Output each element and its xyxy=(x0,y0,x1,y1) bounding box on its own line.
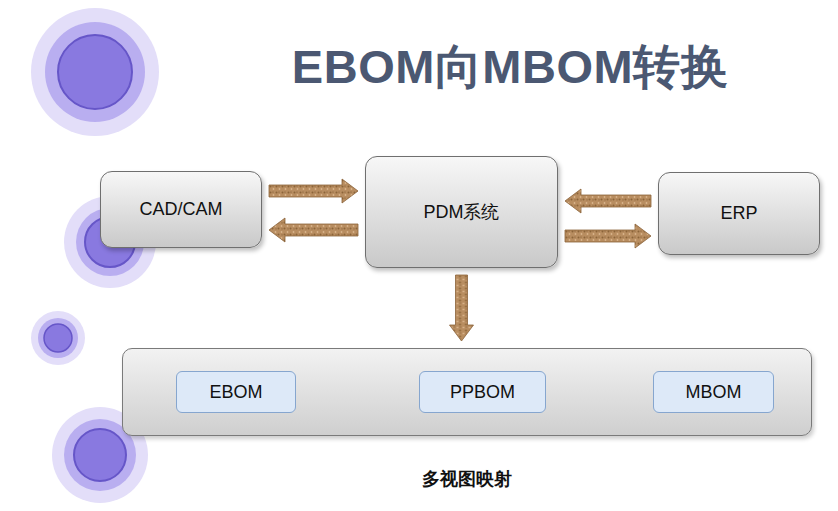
block-arrow xyxy=(565,189,651,213)
box-label: EBOM xyxy=(209,382,262,403)
box-label: PDM系统 xyxy=(424,200,500,224)
block-arrow xyxy=(565,224,651,248)
block-arrow xyxy=(269,179,358,203)
bom-box: PPBOM xyxy=(419,371,546,413)
box-label: PPBOM xyxy=(450,382,515,403)
circle-ornament xyxy=(31,8,159,136)
caption-text: 多视图映射 xyxy=(123,467,811,491)
bom-box: MBOM xyxy=(653,371,774,413)
box-label: CAD/CAM xyxy=(139,199,222,220)
block-arrow xyxy=(269,218,358,242)
bom-box: EBOM xyxy=(176,371,296,413)
circle-ornament xyxy=(31,311,85,365)
system-box: CAD/CAM xyxy=(100,171,262,248)
mapping-band: 多视图映射EBOMPPBOMMBOM xyxy=(122,348,812,436)
system-box: ERP xyxy=(658,172,820,255)
title: EBOM向MBOM转换 xyxy=(240,36,780,99)
system-box: PDM系统 xyxy=(365,156,558,268)
box-label: MBOM xyxy=(686,382,742,403)
box-label: ERP xyxy=(720,203,757,224)
block-arrow xyxy=(450,275,474,341)
